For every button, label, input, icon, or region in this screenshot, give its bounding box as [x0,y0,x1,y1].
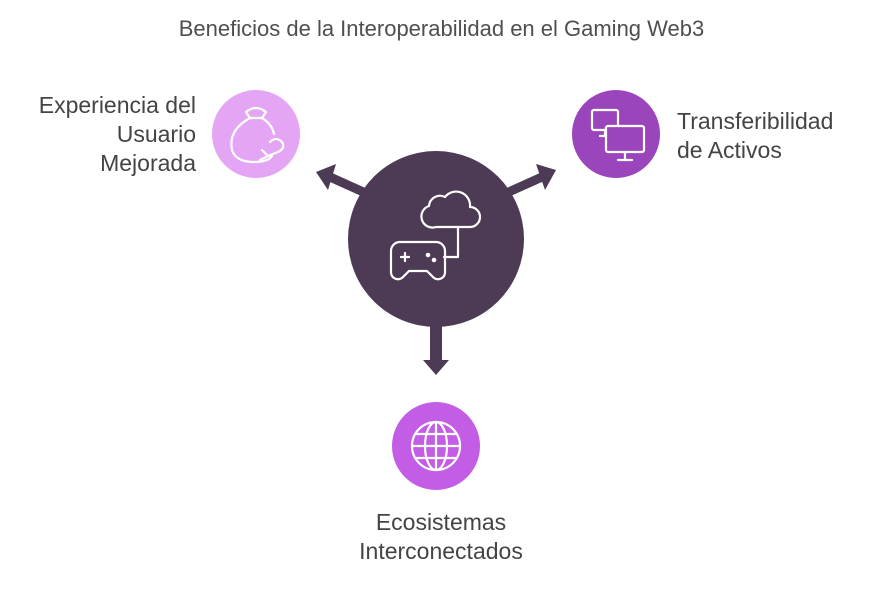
monitors-icon [590,108,646,162]
label-line: Mejorada [100,150,196,176]
label-line: Experiencia del [38,92,196,118]
diagram-title: Beneficios de la Interoperabilidad en el… [178,16,705,41]
label-line: Ecosistemas [375,509,507,535]
globe-icon [410,420,462,472]
label-line: de Activos [677,137,782,163]
cloud-gamepad-icon [389,190,482,281]
label-line: Interconectados [359,538,523,564]
label-line: Transferibilidad [677,108,834,134]
node-label-ecosistemas: Ecosistemas Interconectados [291,508,591,566]
node-experiencia [212,90,300,178]
money-bag-icon [230,106,285,164]
label-line: Usuario [116,121,196,147]
node-ecosistemas [392,402,480,490]
node-label-experiencia: Experiencia del Usuario Mejorada [0,91,196,178]
center-node [348,151,524,327]
node-label-transferibilidad: Transferibilidad de Activos [677,107,877,165]
node-transferibilidad [572,90,660,178]
